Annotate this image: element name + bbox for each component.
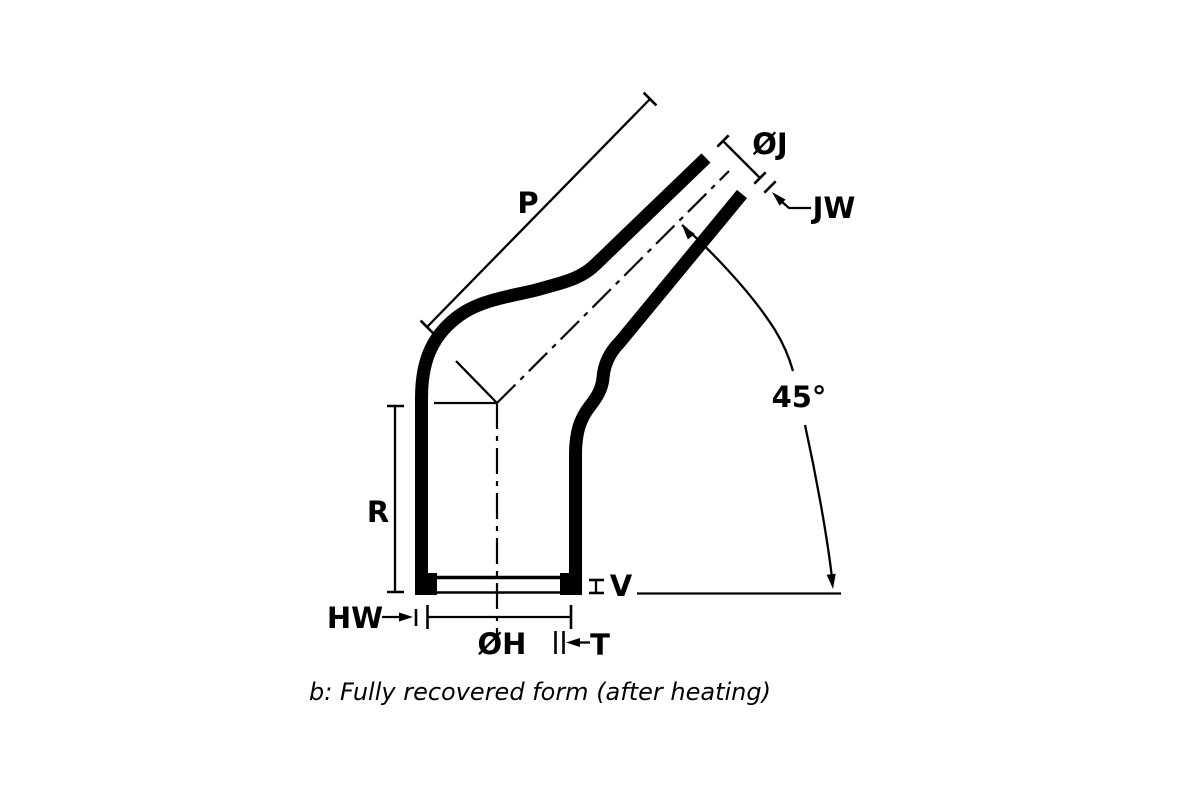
p-dim-tick-bottom	[419, 319, 435, 335]
dim-oh	[427, 605, 573, 629]
oj-dim-tick-bottom	[753, 171, 767, 185]
t-arrowhead	[566, 638, 580, 647]
jw-tick	[763, 180, 777, 194]
jw-arrowhead	[772, 192, 786, 206]
angle-arrowhead-bottom	[826, 573, 836, 589]
label-r: R	[367, 495, 389, 529]
label-v: V	[610, 569, 633, 603]
angle-arc-upper	[681, 224, 795, 372]
p-dim-line	[426, 98, 651, 328]
dimension-labels: P ØJ JW 45° R V HW ØH T	[327, 127, 856, 662]
boot-right-wall	[569, 189, 748, 594]
p-dim-tick-top	[642, 91, 658, 107]
dim-p	[419, 91, 658, 335]
label-p: P	[517, 186, 538, 220]
centerlines	[434, 170, 730, 648]
boot-outline	[415, 153, 748, 595]
label-hw: HW	[327, 601, 383, 635]
junction-radius-line	[455, 360, 498, 404]
dim-v	[589, 578, 604, 595]
label-jw: JW	[811, 191, 856, 225]
label-t: T	[590, 628, 610, 662]
tube-axis-centerline	[496, 170, 730, 404]
dim-angle	[637, 224, 841, 595]
label-oh: ØH	[478, 627, 527, 661]
figure-caption: b: Fully recovered form (after heating)	[309, 678, 771, 706]
dim-oj	[716, 134, 767, 185]
label-angle: 45°	[772, 380, 827, 414]
boot-left-wall	[415, 153, 711, 594]
oj-dim-line	[722, 140, 761, 179]
label-oj: ØJ	[752, 127, 787, 161]
dim-hw	[382, 605, 429, 629]
oj-dim-tick-top	[716, 134, 730, 148]
dim-r	[387, 404, 404, 594]
angle-arrowhead-top	[682, 225, 695, 240]
hw-arrowhead	[399, 612, 413, 622]
dim-t	[554, 631, 590, 654]
jw-leader	[780, 200, 811, 210]
angle-arc-lower	[803, 424, 834, 579]
dim-jw	[763, 180, 811, 210]
